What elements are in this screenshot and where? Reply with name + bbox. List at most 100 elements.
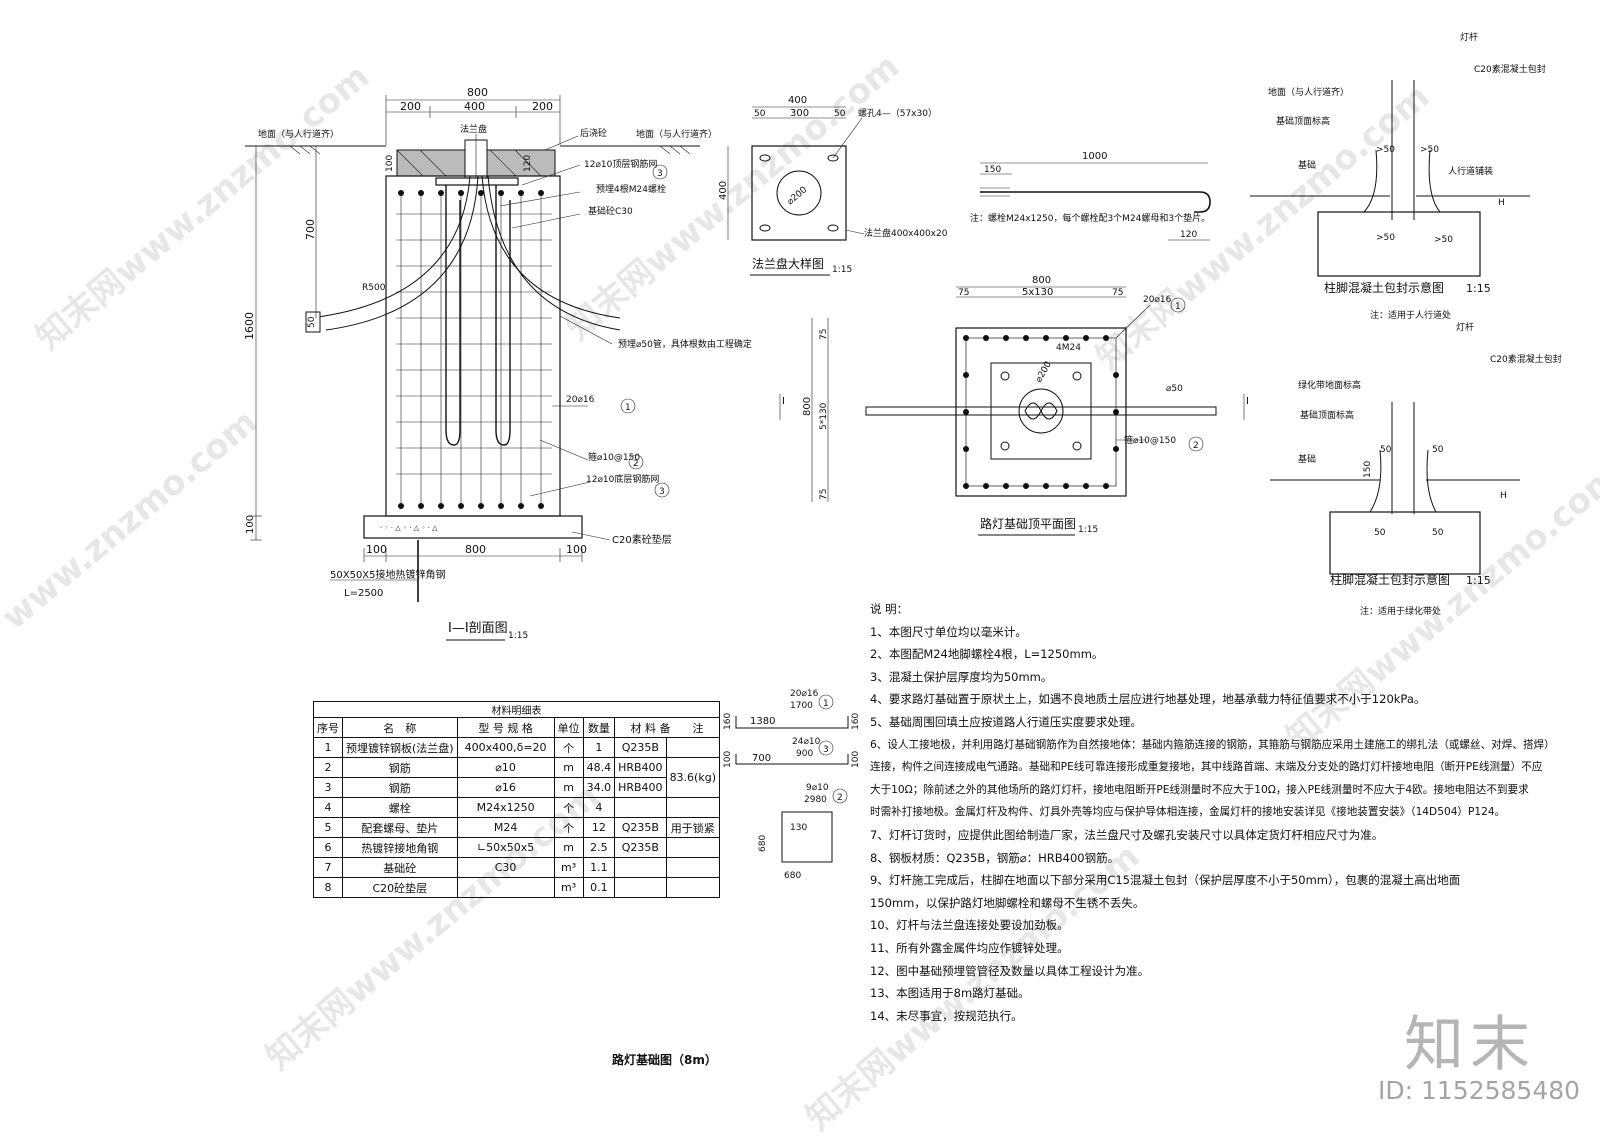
view-title: 路灯基础顶平面图 bbox=[980, 516, 1076, 531]
dim-text: 680 bbox=[784, 871, 801, 881]
view-title: I—I剖面图 bbox=[448, 621, 508, 636]
dim-text: >50 bbox=[1434, 235, 1453, 245]
label: 法兰盘 bbox=[460, 123, 487, 135]
dim-text: 400 bbox=[464, 100, 485, 113]
note-item: 时需补打接地极。金属灯杆及构件、灯具外壳等均应与保护导体相连接，金属灯杆的接地安… bbox=[870, 806, 1506, 819]
dim-text: ⌀200 bbox=[786, 185, 810, 207]
note-item: 3、混凝土保护层厚度均为50mm。 bbox=[870, 669, 1053, 684]
svg-text:3: 3 bbox=[823, 745, 829, 755]
note: 注：适用于人行道处 bbox=[1370, 309, 1451, 321]
dim-text: 900 bbox=[796, 749, 813, 759]
dim-text: 100 bbox=[723, 751, 733, 768]
label: 法兰盘400x400x20 bbox=[864, 227, 948, 239]
label: 箍⌀10@150 bbox=[588, 451, 640, 463]
image-id: ID: 1152585480 bbox=[1378, 1076, 1581, 1105]
label: 灯杆 bbox=[1460, 31, 1478, 43]
svg-text:· ◦ · △ ◦ · △ ◦ ·: · ◦ · △ ◦ · △ ◦ · △ bbox=[380, 524, 438, 532]
label: 基础顶面标高 bbox=[1300, 409, 1354, 421]
view-scale: 1:15 bbox=[1466, 574, 1491, 587]
label: R500 bbox=[362, 283, 386, 293]
dim-text: 5*130 bbox=[819, 402, 829, 430]
note-item: 12、图中基础预埋管管径及数量以具体工程设计为准。 bbox=[870, 963, 1150, 978]
label: 地面（与人行道齐） bbox=[636, 128, 717, 140]
dim-text: 150 bbox=[1363, 461, 1373, 478]
note-item: 1、本图尺寸单位均以毫米计。 bbox=[870, 624, 1027, 639]
dim-text: 50 bbox=[1432, 445, 1444, 455]
dim-text: >50 bbox=[1376, 145, 1395, 155]
table-header: 数量 bbox=[582, 717, 616, 738]
label: 地面（与人行道齐） bbox=[1268, 86, 1349, 98]
svg-text:1: 1 bbox=[823, 699, 829, 709]
dim-text: 100 bbox=[566, 543, 587, 556]
note-item: 13、本图适用于8m路灯基础。 bbox=[870, 986, 1030, 1001]
dim-text: 5x130 bbox=[1022, 287, 1053, 298]
view-title: 柱脚混凝土包封示意图 bbox=[1324, 280, 1444, 295]
note-item: 4、要求路灯基础置于原状土上，如遇不良地质土层应进行地基处理，地基承载力特征值要… bbox=[870, 692, 1426, 707]
dim-text: 1000 bbox=[1082, 151, 1107, 162]
svg-text:3: 3 bbox=[659, 487, 665, 497]
dim-text: 100 bbox=[385, 155, 395, 172]
dim-text: H bbox=[1498, 198, 1505, 208]
dim-text: 400 bbox=[718, 181, 729, 200]
dim-text: 2980 bbox=[804, 795, 827, 805]
note-item: 6、设人工接地极，并利用路灯基础钢筋作为自然接地体：基础内箍筋连接的钢筋，其箍筋… bbox=[870, 738, 1555, 751]
notes-heading: 说 明： bbox=[870, 602, 909, 616]
brand-logo: 知末 bbox=[1404, 1010, 1536, 1080]
note-item: 2、本图配M24地脚螺栓4根，L=1250mm。 bbox=[870, 647, 1104, 662]
collar-detail-greenbelt: 灯杆 C20素混凝土包封 绿化带地面标高 基础顶面标高 基础 50 50 150… bbox=[1270, 321, 1562, 617]
svg-text:1: 1 bbox=[1175, 302, 1181, 312]
section-view: 800 200 400 200 地面（与人行道齐） 地面（与人行道齐） 法兰盘 … bbox=[243, 86, 752, 641]
dim-text: 160 bbox=[851, 713, 861, 730]
sheet-title: 路灯基础图（8m） bbox=[612, 1052, 717, 1067]
dim-text: 800 bbox=[467, 86, 488, 99]
table-header: 单位 bbox=[553, 717, 584, 738]
label: 4M24 bbox=[1056, 343, 1081, 353]
dim-text: 50 bbox=[1374, 528, 1386, 538]
dim-text: 160 bbox=[723, 713, 733, 730]
label: 20⌀16 bbox=[566, 395, 595, 405]
label: C20素砼垫层 bbox=[612, 533, 672, 546]
label: 24⌀10 bbox=[792, 737, 821, 747]
label: 地面（与人行道齐） bbox=[258, 128, 339, 140]
view-title: 柱脚混凝土包封示意图 bbox=[1330, 572, 1450, 587]
table-header: 型 号 规 格 bbox=[456, 717, 555, 738]
label: C20素混凝土包封 bbox=[1490, 353, 1562, 365]
label: 基础砼C30 bbox=[588, 205, 633, 217]
label: 基础 bbox=[1298, 453, 1316, 465]
label: 20⌀16 bbox=[790, 689, 819, 699]
label: 12⌀10底层钢筋网 bbox=[586, 473, 659, 485]
dim-text: >50 bbox=[1420, 145, 1439, 155]
label: 12⌀10顶层钢筋网 bbox=[584, 158, 657, 170]
dim-text: 800 bbox=[1032, 275, 1051, 286]
design-notes: 说 明： 1、本图尺寸单位均以毫米计。 2、本图配M24地脚螺栓4根，L=125… bbox=[870, 598, 1590, 1027]
dim-text: 100 bbox=[245, 515, 256, 534]
label: 预埋⌀50管，具体根数由工程确定 bbox=[618, 338, 752, 350]
table-caption: 材料明细表 bbox=[313, 701, 720, 718]
svg-text:2: 2 bbox=[1193, 441, 1199, 451]
dim-text: 50 bbox=[1380, 445, 1392, 455]
dim-text: 120 bbox=[523, 155, 533, 172]
note-item: 9、灯杆施工完成后，柱脚在地面以下部分采用C15混凝土包封（保护层厚度不小于50… bbox=[870, 873, 1461, 888]
dim-text: >50 bbox=[1376, 233, 1395, 243]
collar-detail-sidewalk: 灯杆 C20素混凝土包封 地面（与人行道齐） 基础顶面标高 基础 人行道铺装 >… bbox=[1250, 31, 1546, 321]
dim-text: 130 bbox=[790, 823, 807, 833]
dim-text: 75 bbox=[819, 329, 829, 340]
label: 20⌀16 bbox=[1143, 295, 1172, 305]
label: ⌀50 bbox=[1166, 384, 1183, 394]
dim-text: H bbox=[1500, 491, 1507, 501]
label: 基础顶面标高 bbox=[1276, 115, 1330, 127]
label: 灯杆 bbox=[1456, 321, 1474, 333]
label: 预埋4根M24螺栓 bbox=[596, 183, 666, 195]
dim-text: 50 bbox=[834, 109, 846, 119]
svg-text:3: 3 bbox=[657, 169, 663, 179]
dim-text: 800 bbox=[465, 543, 486, 556]
dim-text: 1380 bbox=[750, 716, 775, 727]
note-item: 7、灯杆订货时，应提供此图给制造厂家，法兰盘尺寸及螺孔安装尺寸以具体定货灯杆相应… bbox=[870, 827, 1384, 842]
note-item: 连接，构件之间连接成电气通路。基础和PE线可靠连接形成重复接地，其中线路首端、末… bbox=[870, 761, 1543, 774]
